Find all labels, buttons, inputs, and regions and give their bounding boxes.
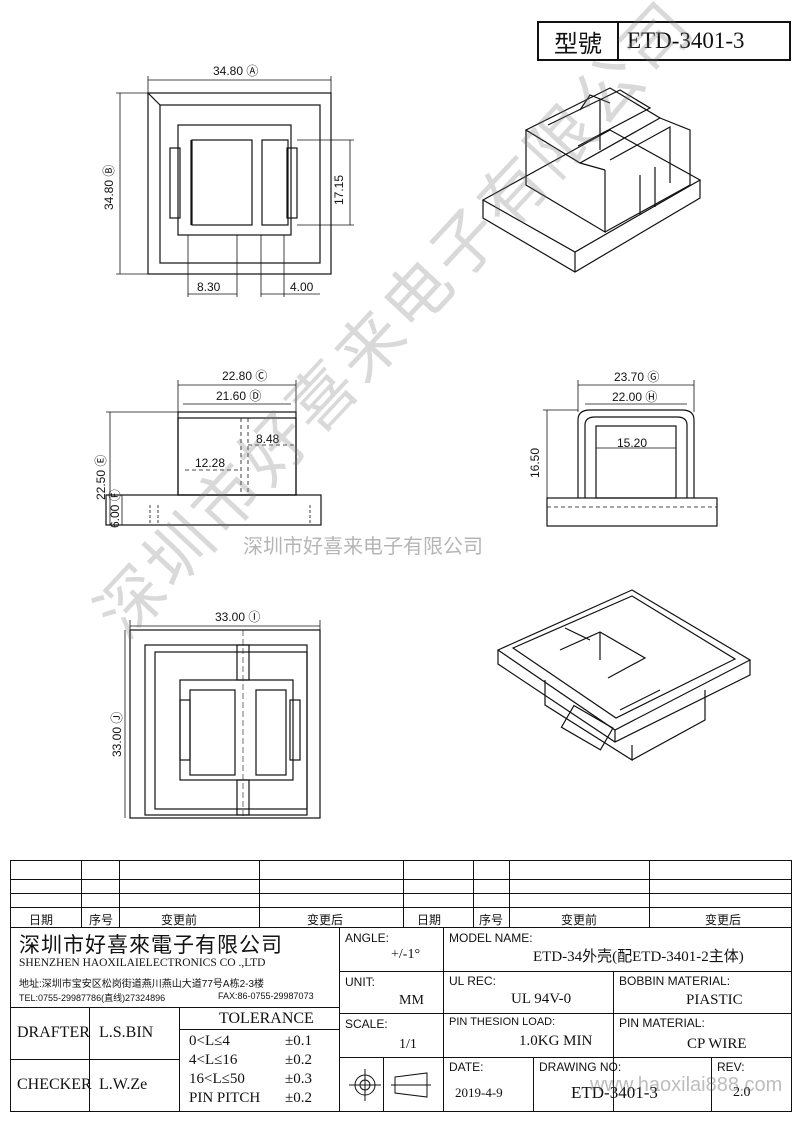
projection-symbol-icon — [349, 1069, 431, 1101]
front-view — [105, 380, 322, 526]
rev-header-no-1: 序号 — [89, 913, 114, 927]
drawing-value: ETD-3401-3 — [571, 1083, 658, 1102]
pin-load-value: 1.0KG MIN — [519, 1033, 593, 1049]
tol-value-3: ±0.3 — [285, 1071, 312, 1087]
dim-top-d1: 8.30 — [197, 280, 221, 294]
dim-side-h: 16.50 — [528, 447, 542, 478]
model-label: 型號 — [539, 23, 619, 59]
rev-header-date-1: 日期 — [29, 913, 54, 927]
angle-value: +/-1° — [391, 947, 421, 962]
company-tel: TEL:0755-29987786(直线)27324896 — [19, 993, 166, 1003]
tol-value-4: ±0.2 — [285, 1090, 312, 1106]
dim-side-w2: 22.00 Ⓗ — [612, 390, 658, 404]
dim-top-height: 34.80 Ⓑ — [102, 164, 116, 210]
pin-material-label: PIN MATERIAL: — [619, 1016, 705, 1030]
tol-range-2: 4<L≤16 — [189, 1052, 238, 1068]
model-value: ETD-3401-3 — [627, 28, 745, 53]
rev-header-before-1: 变更前 — [161, 913, 198, 927]
top-view — [116, 76, 354, 297]
tol-range-1: 0<L≤4 — [189, 1033, 230, 1049]
model-name-label: MODEL NAME: — [449, 931, 533, 945]
dim-side-w1: 23.70 Ⓖ — [614, 370, 660, 384]
drafter-name: L.S.BIN — [99, 1024, 154, 1041]
isometric-view-top — [481, 87, 702, 273]
checker-name: L.W.Ze — [99, 1076, 148, 1093]
checker-label: CHECKER — [17, 1076, 92, 1093]
rev-header-after-2: 变更后 — [705, 913, 742, 927]
rev-header-after-1: 变更后 — [307, 913, 344, 927]
model-name-value: ETD-34外壳(配ETD-3401-2主体) — [533, 949, 744, 965]
dim-front-w1: 22.80 Ⓒ — [222, 369, 268, 383]
dim-side-w3: 15.20 — [617, 436, 648, 450]
rev-label: REV: — [717, 1060, 745, 1074]
dim-front-w2: 21.60 Ⓓ — [216, 389, 262, 403]
company-address: 地址:深圳市宝安区松岗街道燕川燕山大道77号A栋2-3楼 — [19, 979, 265, 990]
bobbin-label: BOBBIN MATERIAL: — [619, 974, 731, 988]
dim-bottom-h: 33.00 Ⓙ — [110, 711, 124, 757]
company-fax: FAX:86-0755-29987073 — [218, 991, 314, 1001]
pin-load-label: PIN THESION LOAD: — [449, 1016, 556, 1028]
company-name-en: SHENZHEN HAOXILAIELECTRONICS CO .,LTD — [19, 957, 266, 969]
tol-range-3: 16<L≤50 — [189, 1071, 245, 1087]
rev-header-no-2: 序号 — [479, 913, 504, 927]
date-value: 2019-4-9 — [455, 1085, 503, 1100]
bobbin-value: PIASTIC — [686, 992, 743, 1008]
watermark-site: www.haoxilai888.com — [590, 1074, 783, 1096]
tol-value-1: ±0.1 — [285, 1033, 312, 1049]
unit-label: UNIT: — [345, 975, 375, 989]
technical-drawing — [105, 76, 752, 819]
date-label: DATE: — [449, 1060, 484, 1074]
ul-label: UL REC: — [449, 974, 496, 988]
company-name-cn: 深圳市好喜來電子有限公司 — [19, 933, 283, 957]
isometric-view-bottom — [496, 589, 752, 762]
watermark-center: 深圳市好喜来电子有限公司 — [243, 536, 483, 558]
model-header: 型號 ETD-3401-3 — [537, 21, 791, 61]
tolerance-label: TOLERANCE — [219, 1010, 314, 1027]
angle-label: ANGLE: — [345, 931, 390, 945]
pin-material-value: CP WIRE — [687, 1036, 747, 1052]
bottom-view — [124, 620, 321, 819]
scale-label: SCALE: — [345, 1017, 388, 1031]
drawing-label: DRAWING NO: — [539, 1060, 622, 1074]
dim-front-d1: 8.48 — [256, 432, 280, 446]
dim-bottom-w: 33.00 Ⓘ — [215, 610, 261, 624]
rev-value: 2.0 — [733, 1085, 751, 1100]
dim-front-h2: 6.00 Ⓕ — [108, 489, 122, 528]
drafter-label: DRAFTER — [17, 1024, 90, 1041]
ul-value: UL 94V-0 — [511, 991, 572, 1007]
dim-top-d2: 4.00 — [290, 280, 314, 294]
title-block: 日期 序号 变更前 变更后 日期 序号 变更前 变更后 深圳市好喜來電子有限公司… — [10, 860, 792, 1112]
rev-header-date-2: 日期 — [417, 913, 442, 927]
scale-value: 1/1 — [399, 1037, 417, 1052]
dim-front-d2: 12.28 — [195, 456, 226, 470]
unit-value: MM — [399, 993, 424, 1008]
dim-top-inner: 17.15 — [332, 174, 346, 205]
rev-header-before-2: 变更前 — [561, 913, 598, 927]
tol-value-2: ±0.2 — [285, 1052, 312, 1068]
tol-range-4: PIN PITCH — [189, 1090, 261, 1106]
side-view — [543, 380, 718, 527]
dim-top-width: 34.80 Ⓐ — [213, 64, 259, 78]
